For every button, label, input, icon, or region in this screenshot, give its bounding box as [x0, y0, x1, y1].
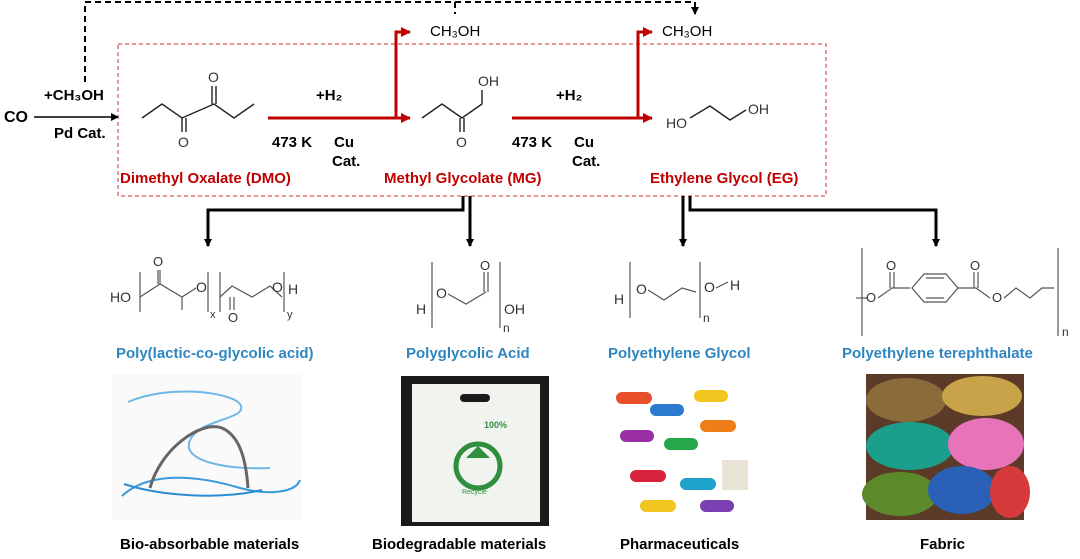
eg-structure: HO OH [666, 101, 769, 131]
co-label: CO [4, 109, 28, 126]
svg-text:O: O [153, 254, 163, 269]
pga-formula: H O O OH n [416, 258, 525, 335]
svg-text:O: O [704, 279, 715, 295]
dmo-label: Dimethyl Oxalate (DMO) [120, 170, 291, 187]
svg-text:H: H [288, 281, 298, 297]
step2-cu: Cu [574, 134, 594, 151]
pet-formula: O O O O n [856, 248, 1069, 339]
svg-text:O: O [992, 290, 1002, 305]
eg-label: Ethylene Glycol (EG) [650, 170, 798, 187]
methanol-recycle-dashed-line [84, 1, 699, 82]
svg-text:O: O [456, 134, 467, 150]
svg-text:H: H [730, 277, 740, 293]
svg-text:O: O [480, 258, 490, 273]
svg-text:O: O [228, 310, 238, 325]
step2-cat: Cat. [572, 153, 600, 170]
svg-text:n: n [503, 321, 510, 335]
application-pet: Fabric [920, 536, 965, 553]
svg-text:O: O [886, 258, 896, 273]
svg-text:O: O [636, 281, 647, 297]
arrow-to-plga [204, 196, 465, 247]
methanol-add-label: +CH₃OH [44, 87, 104, 104]
svg-text:n: n [703, 311, 710, 325]
step2-temp: 473 K [512, 134, 552, 151]
peg-formula: H O O H n [614, 262, 740, 325]
peg-name: Polyethylene Glycol [608, 345, 751, 362]
step1-temp: 473 K [272, 134, 312, 151]
svg-text:y: y [287, 309, 293, 321]
process-box [117, 43, 827, 197]
svg-text:O: O [436, 285, 447, 301]
svg-text:OH: OH [748, 101, 769, 117]
capsule-pills-image [609, 376, 755, 524]
step2-byproduct-arrow [636, 27, 653, 118]
recycle-bag-image: 100% Recycle [401, 376, 549, 526]
step1-cat: Cat. [332, 153, 360, 170]
application-peg: Pharmaceuticals [620, 536, 739, 553]
svg-text:O: O [866, 290, 876, 305]
svg-text:HO: HO [666, 115, 687, 131]
svg-text:OH: OH [478, 73, 499, 89]
step1-h2: +H₂ [316, 87, 342, 104]
step2-byproduct: CH₃OH [662, 23, 712, 40]
step1-cu: Cu [334, 134, 354, 151]
mg-structure: OH O [421, 73, 499, 150]
suture-thread-image [112, 374, 302, 520]
svg-text:O: O [208, 69, 219, 85]
svg-text:HO: HO [110, 289, 131, 305]
pga-name: Polyglycolic Acid [406, 345, 530, 362]
step1-byproduct: CH₃OH [430, 23, 480, 40]
plga-name: Poly(lactic-co-glycolic acid) [116, 345, 314, 362]
yarn-skeins-image [862, 374, 1030, 520]
step1-byproduct-arrow [394, 27, 411, 118]
svg-text:Recycle: Recycle [462, 489, 487, 496]
pd-cat-label: Pd Cat. [54, 125, 106, 142]
svg-text:O: O [272, 279, 283, 295]
svg-text:H: H [416, 301, 426, 317]
svg-text:100%: 100% [484, 420, 507, 430]
plga-formula: HO O O x O O y H [110, 254, 298, 325]
svg-text:OH: OH [504, 301, 525, 317]
svg-text:O: O [196, 279, 207, 295]
application-plga: Bio-absorbable materials [120, 536, 299, 553]
svg-text:O: O [178, 134, 189, 150]
application-pga: Biodegradable materials [372, 536, 546, 553]
svg-text:H: H [614, 291, 624, 307]
pet-name: Polyethylene terephthalate [842, 345, 1033, 362]
step2-h2: +H₂ [556, 87, 582, 104]
dmo-structure: O O [141, 69, 255, 150]
mg-label: Methyl Glycolate (MG) [384, 170, 542, 187]
arrow-to-pet [688, 196, 940, 247]
svg-text:n: n [1062, 325, 1069, 339]
svg-text:O: O [970, 258, 980, 273]
svg-text:x: x [210, 309, 216, 321]
